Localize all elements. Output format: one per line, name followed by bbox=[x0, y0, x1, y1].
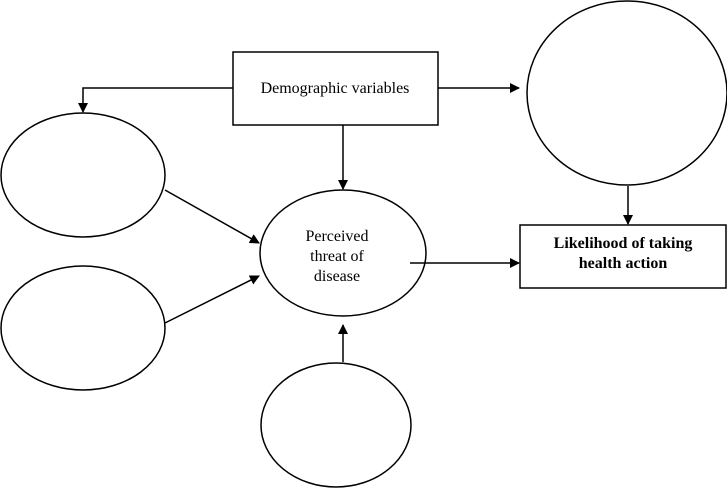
perceived-threat-line-3: disease bbox=[314, 268, 360, 285]
perceived-threat-line-2: threat of bbox=[310, 248, 364, 265]
demographic-variables-box bbox=[232, 51, 439, 126]
demographic-variables-label: Demographic variables bbox=[261, 80, 410, 97]
arrow-left-top-to-threat bbox=[164, 189, 260, 244]
empty-circle-top-right bbox=[526, 0, 727, 186]
empty-ellipse-bottom bbox=[260, 362, 412, 488]
arrow-left-bottom-to-threat bbox=[164, 275, 260, 324]
likelihood-line-1: Likelihood of taking bbox=[554, 235, 693, 252]
likelihood-line-2: health action bbox=[579, 255, 668, 272]
perceived-threat-line-1: Perceived bbox=[305, 228, 368, 245]
perceived-threat-ellipse bbox=[259, 189, 427, 317]
likelihood-box bbox=[519, 224, 727, 289]
empty-ellipse-left-bottom bbox=[0, 265, 166, 391]
arrow-demographic-to-left-ellipse bbox=[78, 87, 233, 113]
empty-ellipse-left-top bbox=[0, 112, 166, 238]
